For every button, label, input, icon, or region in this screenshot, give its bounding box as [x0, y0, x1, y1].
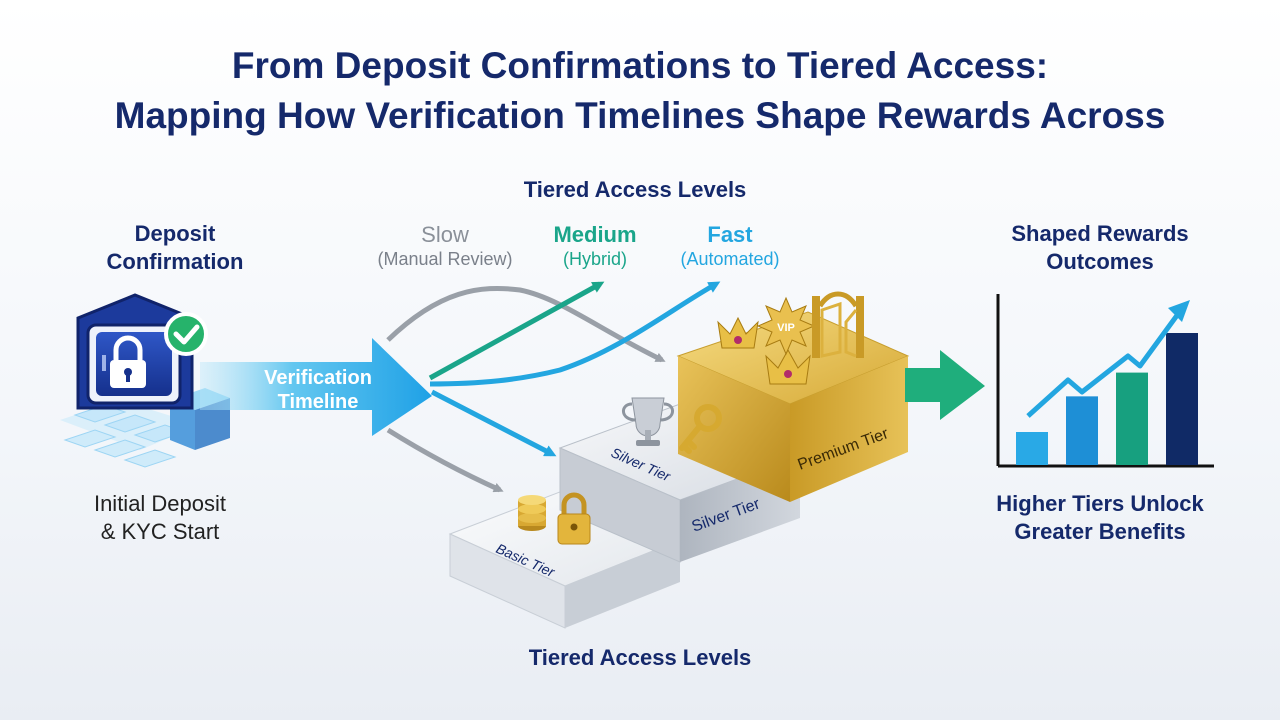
speed-slow: Slow (Manual Review) [360, 222, 530, 270]
rewards-heading-line-1: Shaped Rewards [1011, 221, 1189, 246]
deposit-heading: Deposit Confirmation [60, 220, 290, 276]
rewards-caption: Higher Tiers Unlock Greater Benefits [975, 490, 1225, 546]
medium-route-arrow [428, 281, 605, 381]
deposit-heading-line-2: Confirmation [106, 249, 244, 274]
rewards-trend-arrow [1026, 312, 1181, 418]
coin-stack-icon [518, 495, 546, 531]
rewards-caption-line-2: Greater Benefits [1014, 519, 1186, 544]
speed-fast-name: Fast [707, 222, 753, 247]
gold-padlock-icon [557, 492, 591, 545]
rewards-bar-2 [1066, 396, 1098, 465]
rewards-bars [1016, 333, 1198, 465]
fast-route-arrow-bottom [430, 389, 557, 457]
deposit-caption: Initial Deposit & KYC Start [40, 490, 280, 546]
speed-medium: Medium (Hybrid) [520, 222, 670, 270]
title-line-2: Mapping How Verification Timelines Shape… [114, 95, 1166, 136]
trophy-icon [622, 397, 674, 446]
crown-icon-right [765, 348, 811, 385]
rewards-bar-4 [1166, 333, 1198, 465]
gate-icon [812, 291, 864, 358]
key-icon [679, 404, 722, 454]
fast-route-arrow-top [429, 281, 721, 387]
rewards-trend-arrowhead-icon [1168, 300, 1190, 322]
rewards-heading-line-2: Outcomes [1046, 249, 1154, 274]
deposit-caption-line-2: & KYC Start [100, 519, 220, 544]
top-heading: Tiered Access Levels [523, 177, 747, 202]
vip-badge-text: VIP [777, 322, 795, 334]
timeline-label-line-1: Verification [264, 367, 372, 389]
speed-slow-detail: (Manual Review) [377, 249, 513, 269]
rewards-heading: Shaped Rewards Outcomes [985, 220, 1215, 276]
deposit-caption-line-1: Initial Deposit [93, 491, 227, 516]
rewards-bar-3 [1116, 372, 1148, 465]
crown-icon-left [717, 316, 759, 349]
slow-route-arrow-bottom [386, 427, 504, 493]
slow-route-arrow-top [386, 286, 666, 363]
verification-timeline-arrow [200, 338, 432, 436]
rewards-arrow [905, 350, 985, 420]
rewards-bar-1 [1016, 432, 1048, 465]
speed-medium-detail: (Hybrid) [562, 249, 627, 269]
rewards-chart-axes [996, 294, 1214, 468]
speed-medium-name: Medium [553, 222, 637, 247]
deposit-cube-cluster [60, 388, 230, 468]
speed-fast: Fast (Automated) [660, 222, 800, 270]
timeline-label-line-2: Timeline [277, 391, 359, 413]
title-line-1: From Deposit Confirmations to Tiered Acc… [231, 45, 1049, 86]
vip-starburst-icon: VIP [756, 296, 816, 356]
speed-fast-detail: (Automated) [680, 249, 780, 269]
deposit-heading-line-1: Deposit [134, 221, 216, 246]
padlock-icon [110, 335, 146, 388]
rewards-caption-line-1: Higher Tiers Unlock [996, 491, 1204, 516]
timeline-label: Verification Timeline [228, 366, 408, 414]
speed-slow-name: Slow [421, 222, 469, 247]
checkmark-badge-icon [164, 312, 208, 356]
bottom-heading: Tiered Access Levels [528, 645, 752, 670]
